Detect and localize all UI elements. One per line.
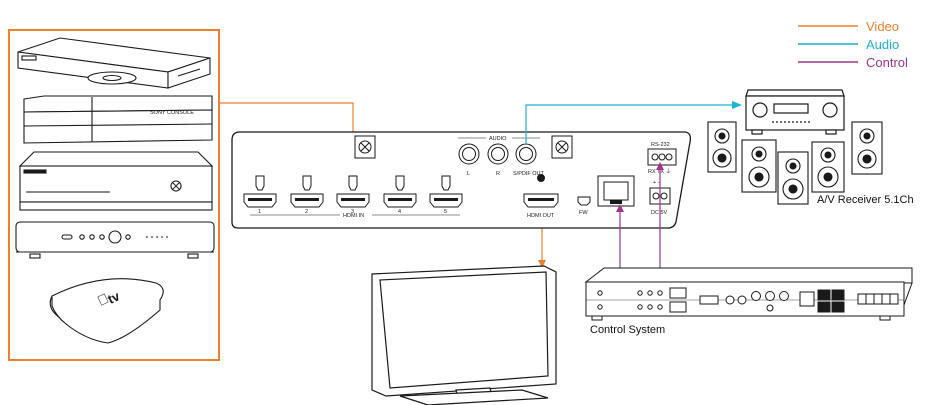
- av-receiver-caption: A/V Receiver 5.1Ch: [817, 194, 914, 206]
- hdmi-out-label: HDMI OUT: [527, 213, 555, 219]
- control-wires: [616, 162, 664, 268]
- mount-screw-left-icon: [354, 135, 376, 159]
- av-receiver-icon: [745, 89, 845, 135]
- apple-tv-icon:  tv: [49, 278, 164, 344]
- source-devices-frame: [8, 29, 220, 361]
- hdmi-in-port-1[interactable]: 1: [243, 175, 277, 215]
- fw-usb-port[interactable]: FW: [577, 196, 591, 216]
- mount-screw-right-icon: [551, 135, 573, 159]
- svg-text:S/PDIF OUT: S/PDIF OUT: [513, 171, 545, 177]
- hdmi-in-ports: 1 2 3 4: [243, 175, 463, 219]
- audio-jack-right[interactable]: R: [487, 143, 509, 177]
- video-arrow-tv: [538, 260, 546, 268]
- xbox-console-icon: [18, 151, 214, 211]
- svg-text:SONY CONSOLE: SONY CONSOLE: [150, 110, 194, 116]
- legend-video-label: Video: [866, 19, 899, 34]
- source-devices-group: SONY CONSOLE: [8, 29, 220, 361]
- television-icon: [371, 265, 557, 405]
- svg-text:5: 5: [444, 209, 447, 215]
- legend: Video Audio Control: [798, 19, 908, 70]
- svg-text:L: L: [467, 171, 470, 177]
- set-top-box-icon: [15, 221, 215, 259]
- speaker-front-right-icon: [851, 121, 883, 175]
- svg-text:4: 4: [398, 209, 401, 215]
- ethernet-port[interactable]: [597, 175, 635, 207]
- hdmi-switcher: 1 2 3 4: [231, 131, 692, 229]
- hdmi-in-port-2[interactable]: 2: [290, 175, 324, 215]
- audio-label: AUDIO: [489, 136, 507, 142]
- control-system-caption: Control System: [590, 324, 665, 336]
- legend-control-label: Control: [866, 55, 908, 70]
- legend-audio-label: Audio: [866, 37, 899, 52]
- svg-text:2: 2: [305, 209, 308, 215]
- svg-text:1: 1: [258, 209, 261, 215]
- audio-section: AUDIO L R S/PDIF OUT: [458, 136, 545, 182]
- fw-label: FW: [579, 210, 588, 216]
- hdmi-in-label: HDMI IN: [343, 213, 364, 219]
- svg-text:3: 3: [351, 209, 354, 215]
- speaker-center-left-icon: [741, 139, 777, 193]
- svg-text:R: R: [496, 171, 500, 177]
- svg-text:+ –: + –: [653, 180, 662, 186]
- hdmi-out-port[interactable]: HDMI OUT: [523, 193, 559, 219]
- audio-wire: [525, 101, 742, 144]
- dc-5v-label: DC 5V: [651, 210, 668, 216]
- bluray-player-icon: [17, 37, 211, 89]
- spdif-out-jack[interactable]: S/PDIF OUT: [513, 143, 545, 177]
- audio-jack-left[interactable]: L: [458, 143, 480, 177]
- speakers-group: [707, 121, 883, 205]
- speaker-front-left-icon: [707, 121, 737, 173]
- speaker-subwoofer-icon: [777, 151, 809, 205]
- rs232-label: RS-232: [651, 142, 670, 148]
- game-console-icon: SONY CONSOLE: [23, 95, 213, 144]
- hdmi-in-port-4[interactable]: 4: [383, 175, 417, 215]
- ir-sensor-icon: [537, 174, 545, 182]
- hdmi-in-port-3[interactable]: 3: [336, 175, 370, 215]
- speaker-center-right-icon: [811, 141, 845, 193]
- control-system-device: [584, 267, 913, 321]
- hdmi-in-port-5[interactable]: 5: [429, 175, 463, 215]
